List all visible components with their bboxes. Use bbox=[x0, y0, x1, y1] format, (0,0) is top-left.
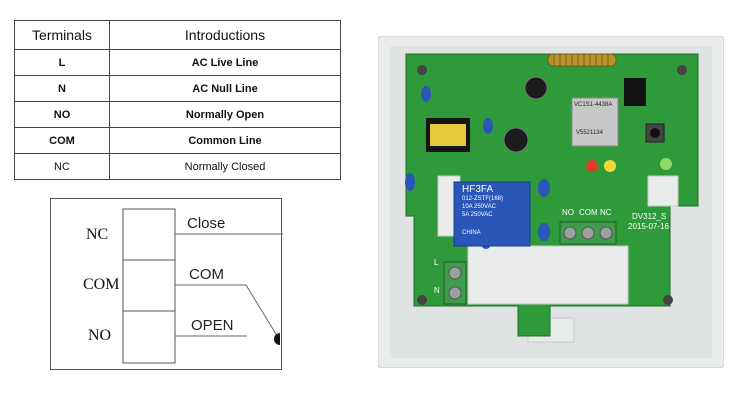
led-red bbox=[586, 160, 598, 172]
intro-cell: AC Live Line bbox=[109, 49, 341, 76]
screw bbox=[663, 295, 673, 305]
intro-cell: Common Line bbox=[109, 127, 341, 154]
pcb-label-n: N bbox=[434, 286, 440, 295]
intro-cell: AC Null Line bbox=[109, 75, 341, 102]
contact-point bbox=[274, 333, 280, 345]
blue-component bbox=[405, 173, 415, 191]
screw bbox=[417, 295, 427, 305]
nc-side-label: NC bbox=[86, 226, 109, 243]
led-yellow bbox=[604, 160, 616, 172]
terminal-cell: COM bbox=[14, 127, 110, 154]
blue-component bbox=[538, 223, 550, 241]
terminal-cell: L bbox=[14, 49, 110, 76]
pcb-label-no: NO bbox=[562, 208, 574, 217]
relay-brand: HF3FA bbox=[462, 184, 494, 195]
pcb-label-nc: NC bbox=[600, 208, 612, 217]
table-row: COM Common Line bbox=[14, 127, 341, 154]
terminal-block-outline bbox=[122, 208, 176, 364]
relay-rating-2: 5A 250VAC bbox=[462, 212, 493, 218]
terminal-cell: N bbox=[14, 75, 110, 102]
header-introductions: Introductions bbox=[109, 20, 341, 50]
pcb-slot-right bbox=[647, 175, 679, 207]
module-serial: V5521134 bbox=[576, 130, 603, 136]
pcb-cutout bbox=[467, 245, 629, 305]
screw bbox=[677, 65, 687, 75]
switch-arm bbox=[245, 284, 280, 340]
blue-component bbox=[483, 118, 493, 134]
blue-component bbox=[538, 179, 550, 197]
com-wire-label: COM bbox=[189, 266, 224, 283]
table-header-row: Terminals Introductions bbox=[14, 20, 341, 50]
relay-rating-1: 10A 250VAC bbox=[462, 204, 496, 210]
open-label: OPEN bbox=[191, 317, 234, 334]
radio-module bbox=[571, 97, 619, 147]
pcb-photo: HF3FA 012-ZSTF(168) 10A 250VAC 5A 250VAC… bbox=[377, 35, 725, 369]
close-label: Close bbox=[187, 215, 226, 232]
transformer-label bbox=[430, 124, 466, 146]
led-green bbox=[660, 158, 672, 170]
relay-contact-diagram: NC COM NO Close COM OPEN bbox=[50, 198, 283, 370]
capacitor bbox=[503, 127, 529, 153]
chip bbox=[624, 78, 646, 106]
relay-model: 012-ZSTF(168) bbox=[462, 196, 504, 202]
table-row: L AC Live Line bbox=[14, 49, 341, 76]
antenna-coil bbox=[547, 53, 617, 67]
terminal-cell: NO bbox=[14, 101, 110, 128]
table-row: NC Normally Closed bbox=[14, 153, 341, 180]
terminal-table: Terminals Introductions L AC Live Line N… bbox=[14, 20, 341, 180]
intro-cell: Normally Closed bbox=[109, 153, 341, 180]
header-terminals: Terminals bbox=[14, 20, 110, 50]
capacitor bbox=[524, 76, 548, 100]
blue-component bbox=[421, 86, 431, 102]
module-text: VC1S1-4438A bbox=[574, 102, 613, 108]
com-side-label: COM bbox=[83, 276, 120, 293]
diagram-lines bbox=[122, 208, 283, 364]
pcb-illustration bbox=[377, 35, 725, 369]
relay bbox=[453, 181, 531, 247]
board-model: DV312_S bbox=[632, 212, 667, 221]
table-row: NO Normally Open bbox=[14, 101, 341, 128]
no-side-label: NO bbox=[88, 327, 112, 344]
pcb-label-com: COM bbox=[579, 208, 598, 217]
intro-cell: Normally Open bbox=[109, 101, 341, 128]
board-date: 2015-07-16 bbox=[628, 222, 669, 231]
relay-origin: CHINA bbox=[462, 230, 481, 236]
terminal-cell: NC bbox=[14, 153, 110, 180]
table-row: N AC Null Line bbox=[14, 75, 341, 102]
screw bbox=[417, 65, 427, 75]
pcb-label-l: L bbox=[434, 258, 439, 267]
